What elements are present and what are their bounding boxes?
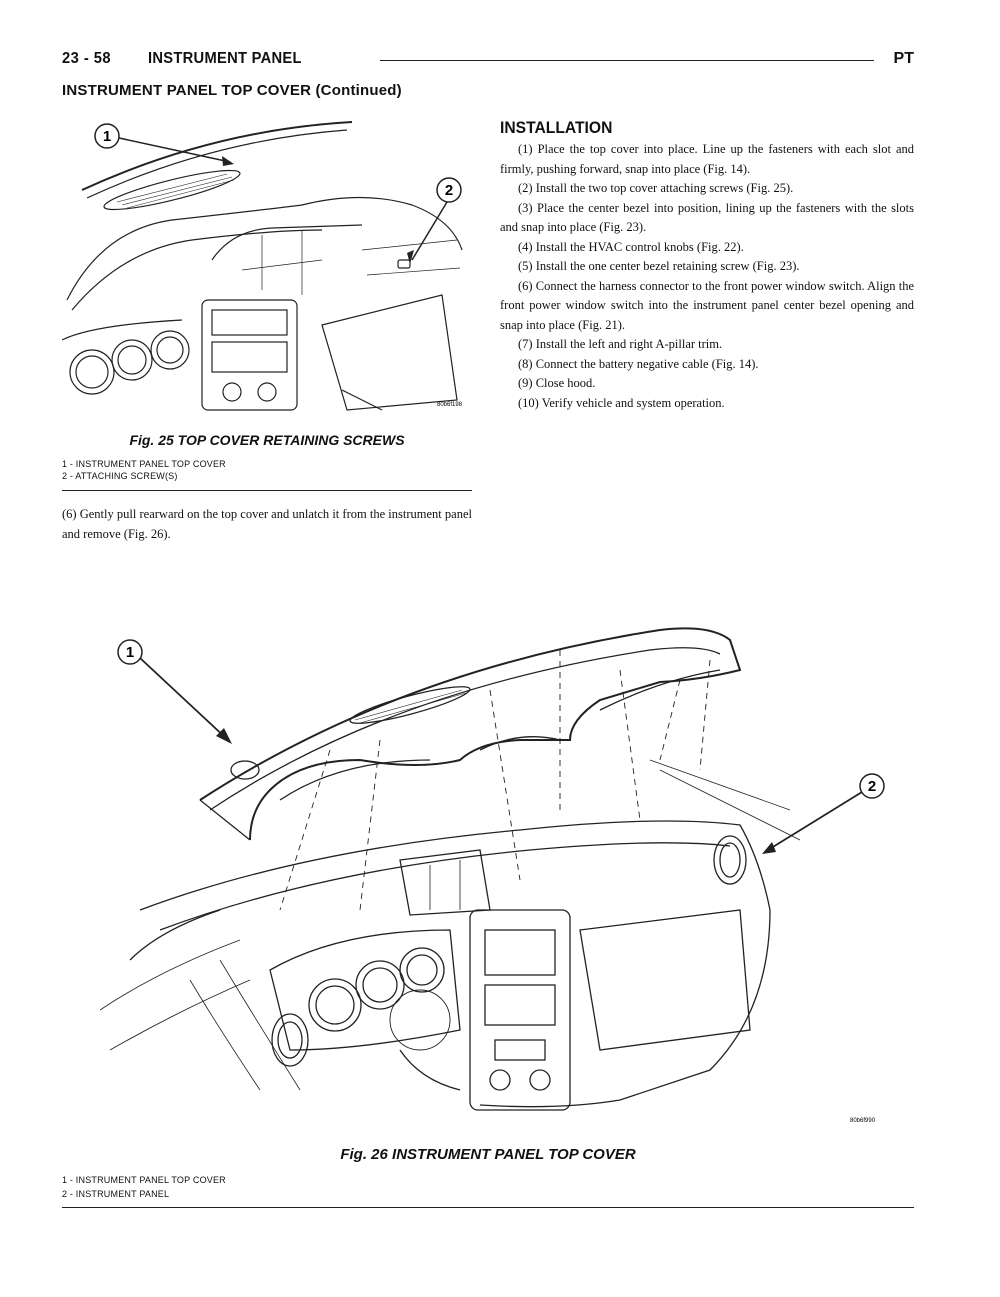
figure-25-drawing: 1 2 80b6f198 — [61, 121, 463, 411]
header-rule — [380, 60, 874, 61]
figure-26-caption: Fig. 26 INSTRUMENT PANEL TOP COVER — [340, 1146, 636, 1163]
installation-step: (7) Install the left and right A-pillar … — [518, 337, 723, 351]
page-header: 23 - 58 INSTRUMENT PANEL PT — [62, 48, 914, 72]
figure-26-illustration: 1 2 80b6f990 — [99, 610, 910, 1135]
figure-26-callout-1: 1 — [126, 644, 134, 661]
installation-step: (3) Place the center bezel into position… — [500, 200, 914, 235]
installation-step: (1) Place the top cover into place. Line… — [500, 142, 914, 176]
model-code: PT — [893, 50, 914, 67]
installation-step: (8) Connect the battery negative cable (… — [518, 356, 759, 371]
figure-25-legend-item: 1 - INSTRUMENT PANEL TOP COVER — [62, 459, 226, 469]
installation-step: (6) Connect the harness connector to the… — [500, 278, 914, 332]
section-divider — [62, 490, 472, 491]
figure-26-callout-2: 2 — [868, 778, 876, 795]
figure-26-drawing: 1 2 80b6f990 — [99, 627, 885, 1124]
figure-26-image-id: 80b6f990 — [850, 1118, 876, 1124]
figure-25-legend-item: 2 - ATTACHING SCREW(S) — [62, 471, 178, 481]
figure-25-illustration: 1 2 80b6f198 — [61, 110, 472, 420]
figure-26-legend-item: 2 - INSTRUMENT PANEL — [62, 1189, 170, 1199]
installation-step: (2) Install the two top cover attaching … — [518, 181, 794, 195]
figure-25-image-id: 80b6f198 — [437, 402, 463, 408]
installation-step: (10) Verify vehicle and system operation… — [518, 395, 725, 410]
page-number: 23 - 58 — [62, 50, 112, 67]
figure-25-caption: Fig. 25 TOP COVER RETAINING SCREWS — [129, 432, 405, 448]
removal-step-paragraph: (6) Gently pull rearward on the top cove… — [62, 507, 472, 541]
section-title: INSTRUMENT PANEL — [148, 50, 302, 67]
page-bottom-rule — [62, 1207, 914, 1208]
installation-step: (4) Install the HVAC control knobs (Fig.… — [518, 239, 744, 254]
installation-steps: (1) Place the top cover into place. Line… — [500, 140, 914, 413]
figure-25-callout-1: 1 — [103, 128, 111, 145]
figure-25-callout-2: 2 — [445, 182, 453, 199]
continued-title: INSTRUMENT PANEL TOP COVER (Continued) — [62, 82, 402, 99]
installation-step: (9) Close hood. — [518, 376, 596, 390]
installation-heading: INSTALLATION — [500, 118, 613, 137]
installation-step: (5) Install the one center bezel retaini… — [518, 259, 800, 273]
figure-26-legend-item: 1 - INSTRUMENT PANEL TOP COVER — [62, 1175, 226, 1185]
